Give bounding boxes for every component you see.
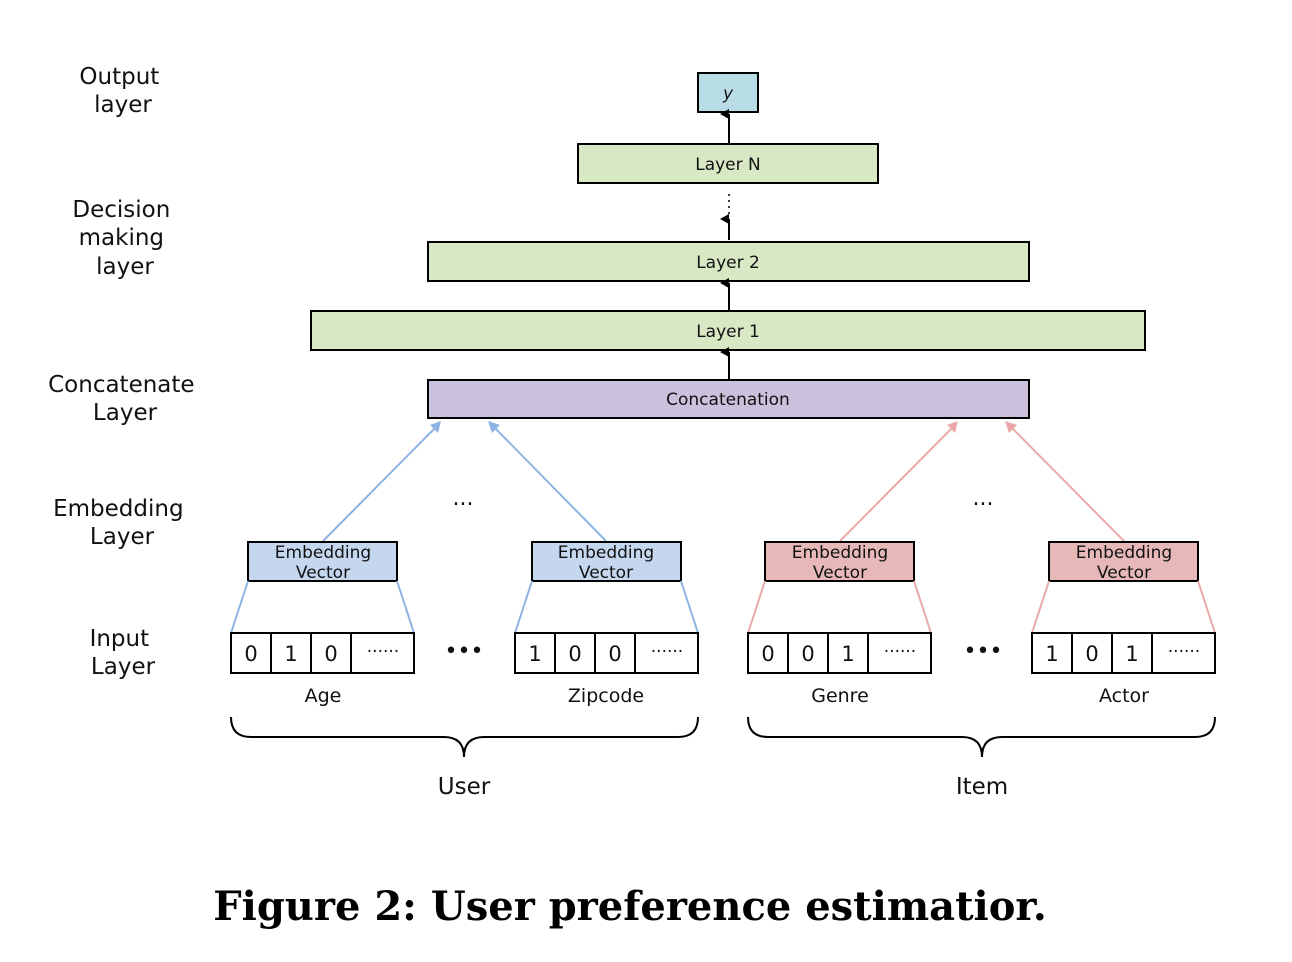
svg-text:······: ······ [884,642,916,662]
input-age: 0 1 0 ······ [230,632,415,674]
group-label-item: Item [956,774,1008,800]
feature-label-age: Age [305,685,342,707]
layer-1-label: Layer 1 [696,322,760,342]
figure-caption: Figure 2: User preference estimatior. [213,883,1047,930]
layer-n-box [577,143,879,184]
layer-2-label: Layer 2 [696,253,760,273]
label-input-layer: Input Layer [90,626,157,680]
item-connectors [747,580,1216,634]
svg-text:0: 0 [1085,642,1098,666]
label-decision-layer: Decision making layer [72,197,177,280]
svg-text:······: ······ [1168,642,1200,662]
item-input-ellipsis: ••• [964,639,1003,664]
svg-text:······: ······ [367,642,399,662]
svg-text:0: 0 [324,642,337,666]
input-zipcode: 1 0 0 ······ [514,632,699,674]
user-embedding-arrows [322,421,607,542]
svg-text:······: ······ [651,642,683,662]
svg-text:0: 0 [244,642,257,666]
feature-label-genre: Genre [811,685,869,707]
svg-text:1: 1 [284,642,297,666]
feature-label-actor: Actor [1099,685,1149,707]
user-input-ellipsis: ••• [445,639,484,664]
label-embedding-layer: Embedding Layer [53,496,191,550]
label-concatenate-layer: Concatenate Layer [48,372,202,426]
svg-text:1: 1 [528,642,541,666]
user-embedding-ellipsis: ... [453,486,474,511]
user-connectors [230,580,699,634]
layer-n-label: Layer N [695,155,761,175]
item-embedding-ellipsis: ... [973,486,994,511]
item-embedding-arrows [839,421,1125,542]
label-output-layer: Output layer [79,64,166,118]
group-label-user: User [438,774,491,800]
concatenation-box [427,379,1030,419]
vertical-ellipsis [728,194,730,214]
svg-text:1: 1 [841,642,854,666]
concatenation-label: Concatenation [666,390,790,410]
input-actor: 1 0 1 ······ [1031,632,1216,674]
user-brace [230,716,699,758]
input-genre: 0 0 1 ······ [747,632,932,674]
feature-label-zipcode: Zipcode [568,685,644,707]
svg-text:0: 0 [761,642,774,666]
output-node-label: y [722,84,734,104]
svg-text:0: 0 [801,642,814,666]
svg-text:0: 0 [568,642,581,666]
svg-text:1: 1 [1045,642,1058,666]
svg-text:1: 1 [1125,642,1138,666]
layer-2-box [427,241,1030,282]
item-brace [747,716,1216,758]
svg-text:0: 0 [608,642,621,666]
